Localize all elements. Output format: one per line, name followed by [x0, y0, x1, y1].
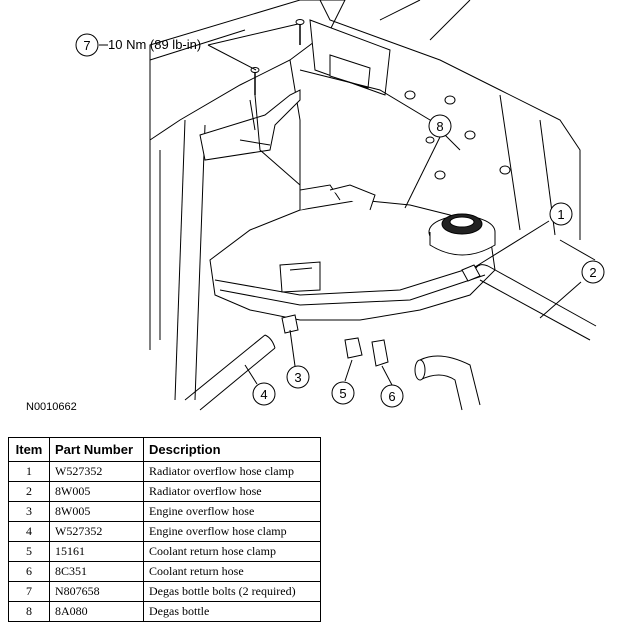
degas-bottle	[209, 184, 496, 321]
table-row: 6 8C351 Coolant return hose	[8, 561, 321, 582]
coolant-return-hose-clamp	[344, 337, 389, 367]
description: Degas bottle bolts (2 required)	[143, 581, 321, 602]
header-item: Item	[8, 437, 50, 462]
filler-cap	[428, 213, 496, 256]
callout-7-label: 7	[83, 38, 90, 53]
hose-clamps	[281, 264, 481, 334]
description: Coolant return hose	[143, 561, 321, 582]
item-number: 7	[8, 581, 50, 602]
leader-lines	[99, 23, 582, 386]
item-number: 4	[8, 521, 50, 542]
figure-id: N0010662	[26, 401, 77, 413]
callout-6: 6	[380, 384, 404, 408]
description: Engine overflow hose clamp	[143, 521, 321, 542]
callout-1-label: 1	[557, 207, 564, 222]
part-number: 8W005	[49, 501, 144, 522]
callout-8: 8	[428, 114, 452, 138]
callout-2-label: 2	[589, 265, 596, 280]
part-number: W527352	[49, 521, 144, 542]
item-number: 5	[8, 541, 50, 562]
callout-7: 7 10 Nm (89 lb-in)	[75, 33, 201, 57]
description: Degas bottle	[143, 601, 321, 622]
callout-8-label: 8	[436, 119, 443, 134]
table-row: 8 8A080 Degas bottle	[8, 601, 321, 622]
table-row: 3 8W005 Engine overflow hose	[8, 501, 321, 522]
engine-overflow-hose	[184, 334, 276, 411]
item-number: 3	[8, 501, 50, 522]
item-number: 1	[8, 461, 50, 482]
description: Coolant return hose clamp	[143, 541, 321, 562]
callout-5: 5	[331, 381, 355, 405]
torque-spec: 10 Nm (89 lb-in)	[108, 37, 201, 52]
callout-6-label: 6	[388, 389, 395, 404]
table-header-row: Item Part Number Description	[8, 437, 321, 462]
callout-4: 4	[252, 382, 276, 406]
header-part-number: Part Number	[49, 437, 144, 462]
table-row: 4 W527352 Engine overflow hose clamp	[8, 521, 321, 542]
item-number: 8	[8, 601, 50, 622]
callout-3-label: 3	[294, 370, 301, 385]
callout-3: 3	[286, 365, 310, 389]
table-row: 1 W527352 Radiator overflow hose clamp	[8, 461, 321, 482]
callout-5-label: 5	[339, 386, 346, 401]
degas-bottle-diagram: 7 10 Nm (89 lb-in) 8 1 2 3 4 5 6	[75, 0, 605, 411]
part-number: 8W005	[49, 481, 144, 502]
table-row: 5 15161 Coolant return hose clamp	[8, 541, 321, 562]
callout-4-label: 4	[260, 387, 267, 402]
table-row: 7 N807658 Degas bottle bolts (2 required…	[8, 581, 321, 602]
part-number: N807658	[49, 581, 144, 602]
coolant-return-hose	[414, 355, 481, 411]
part-number: 8A080	[49, 601, 144, 622]
description: Radiator overflow hose clamp	[143, 461, 321, 482]
part-number: 15161	[49, 541, 144, 562]
radiator-overflow-hose	[474, 264, 597, 341]
description: Engine overflow hose	[143, 501, 321, 522]
description: Radiator overflow hose	[143, 481, 321, 502]
callout-1: 1	[549, 202, 573, 226]
table-row: 2 8W005 Radiator overflow hose	[8, 481, 321, 502]
vehicle-frame-structure	[149, 0, 596, 401]
header-description: Description	[143, 437, 321, 462]
degas-bottle-bracket	[199, 19, 305, 186]
part-number: W527352	[49, 461, 144, 482]
callout-2: 2	[581, 260, 605, 284]
item-number: 6	[8, 561, 50, 582]
parts-table: Item Part Number Description 1 W527352 R…	[8, 437, 321, 622]
item-number: 2	[8, 481, 50, 502]
part-number: 8C351	[49, 561, 144, 582]
